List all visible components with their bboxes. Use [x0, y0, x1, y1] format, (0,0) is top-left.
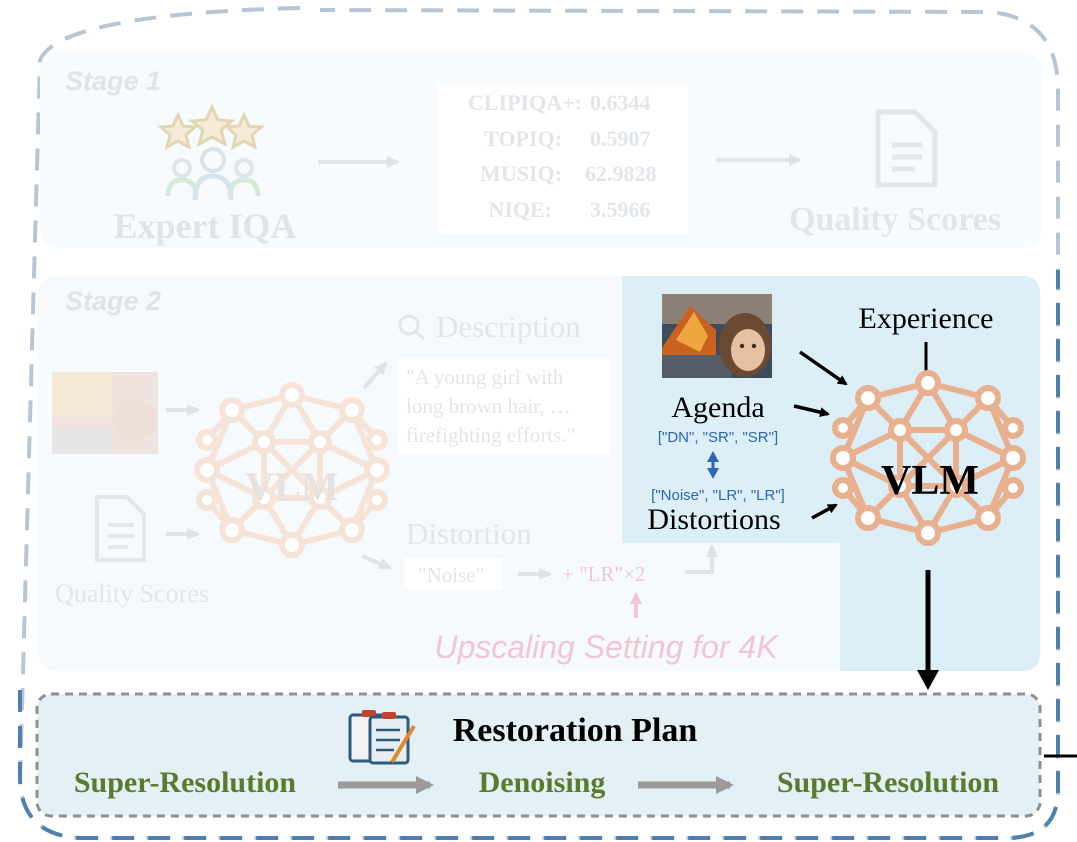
outer-dashed-border	[17, 6, 1060, 840]
metric-value-niqe: 3.5966	[590, 197, 651, 222]
distortion-add: + "LR"×2	[562, 562, 645, 586]
stage1-label: Stage 1	[65, 66, 161, 96]
clipboard-icon	[348, 710, 416, 765]
vlm-label: VLM	[881, 458, 979, 504]
quality-scores-label-stage2: Quality Scores	[55, 579, 209, 608]
photo-to-vlm-arrow-active	[799, 350, 848, 386]
agenda-list: ["DN", "SR", "SR"]	[658, 429, 778, 446]
input-photo-faded	[52, 372, 158, 454]
link-down-head	[707, 468, 719, 479]
input-photo	[662, 294, 772, 378]
description-line-2: long brown hair, …	[406, 394, 571, 418]
stage2-label: Stage 2	[65, 286, 161, 316]
experience-label: Experience	[859, 302, 994, 335]
plan-step-2: Denoising	[479, 766, 606, 799]
expert-iqa-label: Expert IQA	[114, 206, 297, 246]
quality-scores-label: Quality Scores	[789, 201, 1001, 238]
description-label: Description	[436, 309, 581, 344]
metric-name-musiq: MUSIQ:	[480, 161, 562, 186]
search-icon	[398, 314, 425, 341]
document-icon-stage2	[95, 495, 146, 562]
vlm-label-faded: VLM	[245, 464, 338, 509]
metric-name-niqe: NIQE:	[488, 197, 552, 222]
vlm-to-plan-arrowhead	[917, 670, 939, 690]
vlm-to-description-arrow	[362, 361, 388, 390]
restoration-plan-title: Restoration Plan	[453, 712, 698, 749]
distortions-label: Distortions	[647, 503, 780, 536]
agenda-label: Agenda	[671, 391, 764, 424]
distortion-label: Distortion	[406, 516, 532, 551]
outer-dashed-border-accent	[18, 270, 1060, 840]
metric-value-clipiqa: 0.6344	[590, 90, 651, 115]
metrics-box	[438, 84, 688, 234]
distortion-value: "Noise"	[418, 563, 484, 587]
distortions-to-vlm-arrow	[811, 503, 838, 520]
link-up-head	[707, 451, 719, 462]
metric-value-topiq: 0.5907	[590, 126, 651, 151]
metric-name-clipiqa: CLIPIQA+:	[468, 90, 582, 115]
description-line-1: "A young girl with	[406, 365, 564, 389]
distortion-to-planner-arrow	[685, 544, 718, 574]
distortions-list: ["Noise", "LR", "LR"]	[651, 487, 785, 504]
description-line-3: firefighting efforts."	[406, 423, 575, 447]
vlm-to-distortion-arrow	[361, 554, 392, 570]
plan-step-1: Super-Resolution	[74, 766, 297, 799]
metric-value-musiq: 62.9828	[585, 161, 657, 186]
plan-step-3: Super-Resolution	[777, 766, 1000, 799]
upscaling-note: Upscaling Setting for 4K	[434, 629, 779, 665]
agenda-to-vlm-arrow	[793, 404, 830, 418]
description-box	[398, 358, 610, 454]
metric-name-topiq: TOPIQ:	[484, 126, 562, 151]
document-icon	[875, 109, 938, 188]
distortion-box	[404, 558, 502, 590]
expert-iqa-icon	[157, 103, 265, 201]
restoration-plan-box	[35, 692, 1042, 818]
